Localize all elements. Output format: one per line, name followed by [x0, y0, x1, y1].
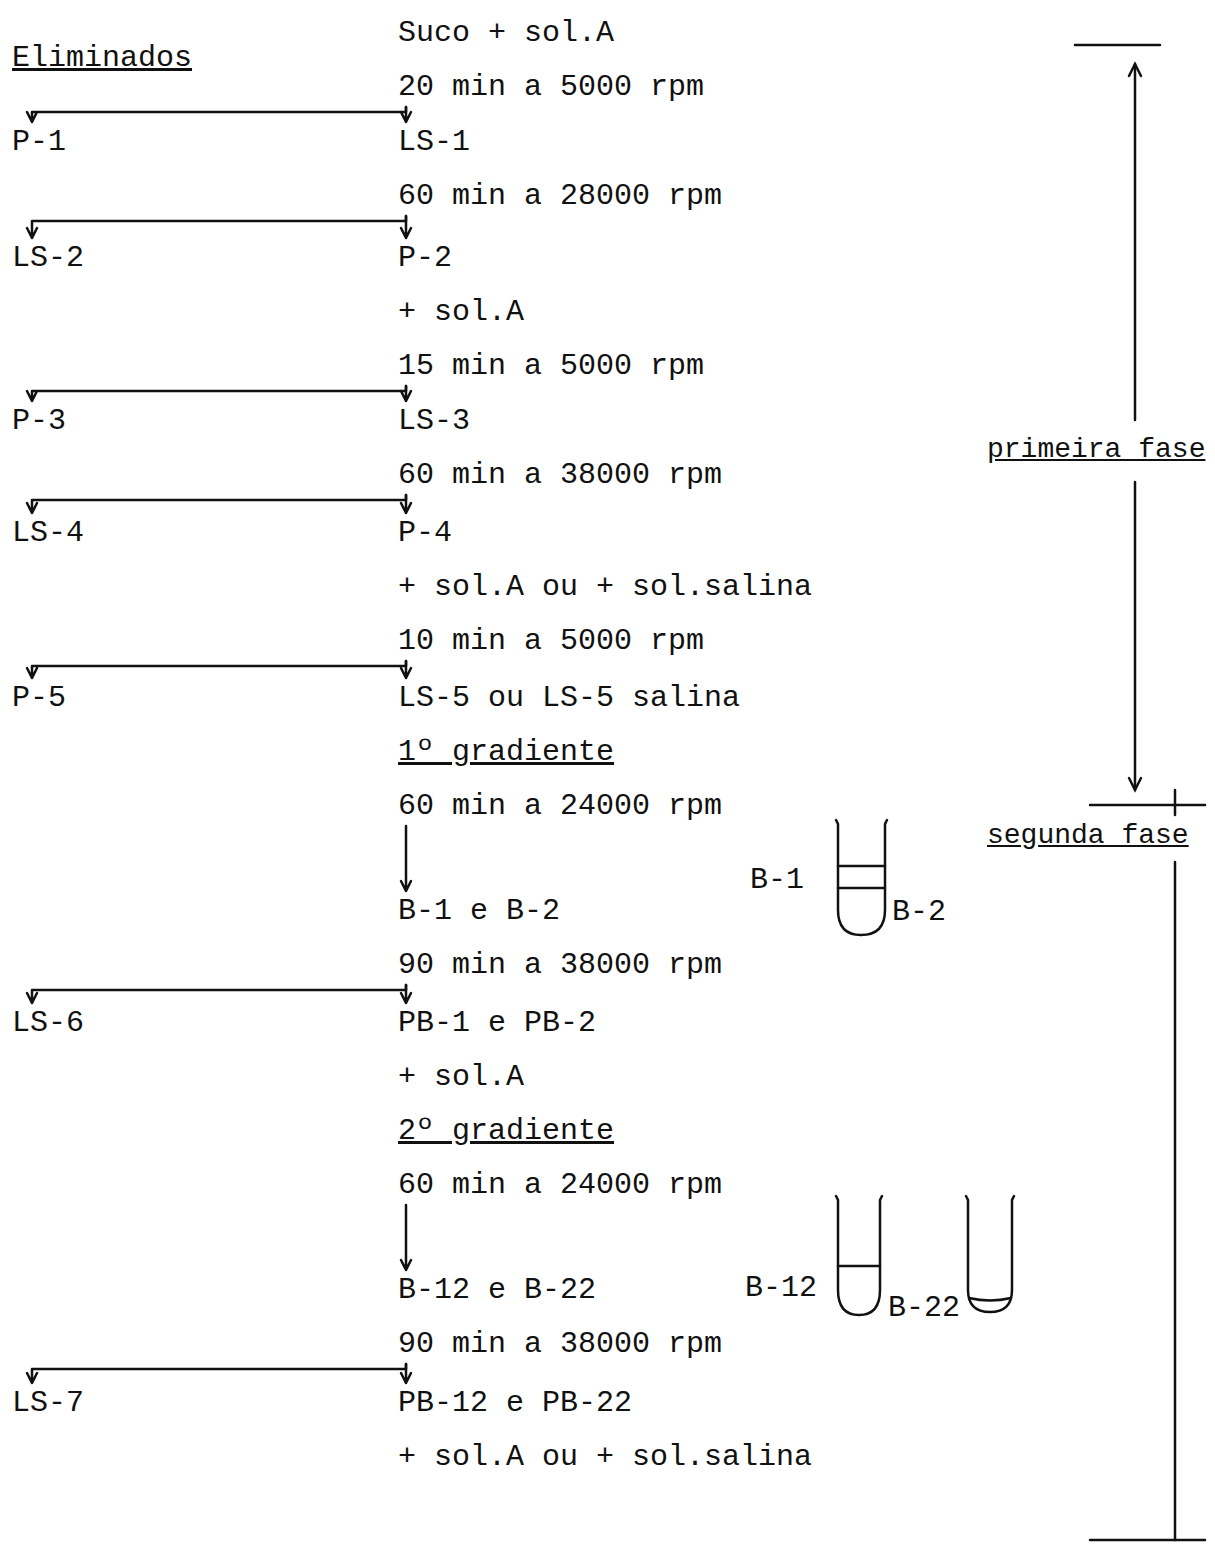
step-text: LS-7 [12, 1385, 84, 1421]
centrifuge-tube [836, 1196, 882, 1315]
process-step: LS-3 60 min a 38000 rpm [398, 403, 722, 493]
step-text: LS-3 [398, 403, 722, 439]
process-step: LS-5 ou LS-5 salina 1º gradiente 60 min a … [398, 680, 740, 824]
eliminated-fraction: LS-7 [12, 1385, 84, 1421]
band-label: B-22 [888, 1290, 960, 1326]
step-text: 10 min a 5000 rpm [398, 623, 812, 659]
step-text: 2º gradiente [398, 1113, 722, 1149]
step-text: PB-12 e PB-22 [398, 1385, 812, 1421]
flow-arrow [401, 386, 411, 401]
step-text: LS-5 ou LS-5 salina [398, 680, 740, 716]
step-text: LS-4 [12, 515, 84, 551]
branch-arrow [27, 107, 406, 122]
step-text: P-4 [398, 515, 812, 551]
band-label: B-2 [892, 894, 946, 930]
eliminated-fraction: LS-6 [12, 1005, 84, 1041]
step-text: B-12 e B-22 [398, 1272, 722, 1308]
step-text: B-1 e B-2 [398, 893, 722, 929]
band-label: B-1 [750, 862, 804, 898]
process-step: Suco + sol.A 20 min a 5000 rpm [398, 15, 704, 105]
flow-arrow [401, 661, 411, 678]
phase-label: segunda fase [985, 818, 1191, 854]
phase-limit [1090, 1539, 1205, 1542]
branch-arrow [27, 661, 406, 678]
heading: Eliminados [12, 40, 192, 76]
process-step: B-1 e B-2 90 min a 38000 rpm [398, 893, 722, 983]
phase-line [1174, 790, 1177, 815]
phase-label: primeira fase [985, 432, 1207, 468]
step-text: 60 min a 28000 rpm [398, 178, 722, 214]
step-text: P-2 [398, 240, 704, 276]
eliminated-fraction: LS-2 [12, 240, 84, 276]
step-text: LS-6 [12, 1005, 84, 1041]
arrow-head [1129, 778, 1141, 790]
flow-arrow [401, 985, 411, 1003]
flow-arrow [401, 495, 411, 513]
branch-arrow [27, 386, 406, 401]
step-text: 15 min a 5000 rpm [398, 348, 704, 384]
flow-arrow [401, 1205, 411, 1270]
step-text: + sol.A [398, 294, 704, 330]
phase-limit [1075, 44, 1160, 47]
step-text: + sol.A ou + sol.salina [398, 569, 812, 605]
phase-arrow [1134, 482, 1137, 790]
flow-arrow [401, 1364, 411, 1383]
branch-arrow [27, 985, 406, 1003]
band-line [838, 865, 885, 868]
flow-arrow [401, 826, 411, 891]
step-text: P-1 [12, 124, 66, 160]
process-step: PB-12 e PB-22 + sol.A ou + sol.salina [398, 1385, 812, 1475]
phase-line [1174, 862, 1177, 1540]
flow-arrow [401, 107, 411, 122]
arrow-head [1129, 64, 1141, 76]
eliminated-fraction: P-1 [12, 124, 66, 160]
band-line [838, 1265, 880, 1268]
step-text: + sol.A ou + sol.salina [398, 1439, 812, 1475]
eliminated-fraction: P-3 [12, 403, 66, 439]
process-step: P-4 + sol.A ou + sol.salina 10 min a 5000 … [398, 515, 812, 659]
step-text: 90 min a 38000 rpm [398, 1326, 722, 1362]
band-line [838, 887, 885, 890]
centrifuge-tube [966, 1196, 1014, 1312]
band-label: B-12 [745, 1270, 817, 1306]
flow-arrow [401, 216, 411, 238]
process-step: P-2 + sol.A 15 min a 5000 rpm [398, 240, 704, 384]
phase-arrow [1134, 64, 1137, 420]
eliminated-fraction: P-5 [12, 680, 66, 716]
step-text: P-5 [12, 680, 66, 716]
process-step: PB-1 e PB-2 + sol.A 2º gradiente 60 min a 2… [398, 1005, 722, 1203]
branch-arrow [27, 495, 406, 513]
step-text: LS-1 [398, 124, 722, 160]
band-line [969, 1298, 1011, 1301]
step-text: Suco + sol.A [398, 15, 704, 51]
branch-arrow [27, 1364, 406, 1383]
eliminated-fraction: LS-4 [12, 515, 84, 551]
process-step: LS-1 60 min a 28000 rpm [398, 124, 722, 214]
step-text: 60 min a 38000 rpm [398, 457, 722, 493]
step-text: + sol.A [398, 1059, 722, 1095]
step-text: P-3 [12, 403, 66, 439]
branch-arrow [27, 216, 406, 238]
step-text: PB-1 e PB-2 [398, 1005, 722, 1041]
centrifuge-tube [836, 820, 887, 935]
step-text: 60 min a 24000 rpm [398, 788, 740, 824]
phase-limit [1090, 804, 1205, 807]
process-step: B-12 e B-22 90 min a 38000 rpm [398, 1272, 722, 1362]
step-text: 20 min a 5000 rpm [398, 69, 704, 105]
step-text: 1º gradiente [398, 734, 740, 770]
step-text: 90 min a 38000 rpm [398, 947, 722, 983]
step-text: 60 min a 24000 rpm [398, 1167, 722, 1203]
step-text: LS-2 [12, 240, 84, 276]
